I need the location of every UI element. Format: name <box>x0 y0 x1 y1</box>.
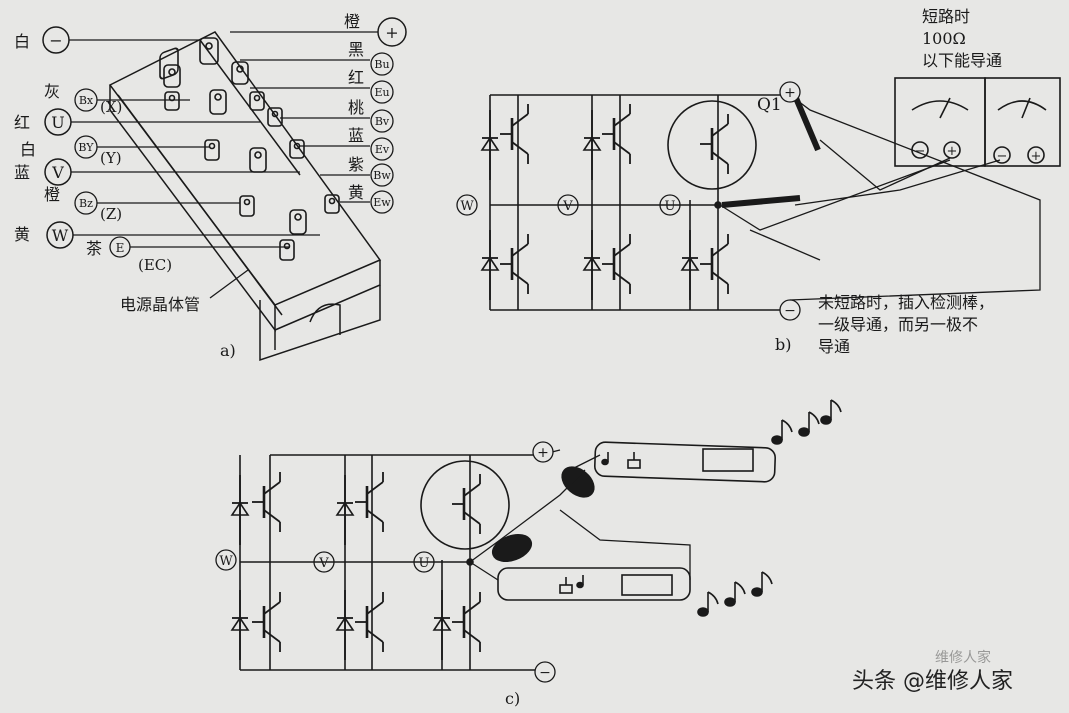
left-sub-1: (X) <box>100 98 122 116</box>
right-symbol-6: Ew <box>373 196 391 209</box>
left-color-5: 橙 <box>44 185 60 204</box>
short-note-line-1: 短路时 <box>922 7 970 26</box>
right-symbol-0: + <box>385 23 398 42</box>
node-b-0: W <box>460 199 474 214</box>
caption-c: c) <box>505 689 520 708</box>
right-color-5: 紫 <box>348 155 364 174</box>
minus-c: − <box>539 665 551 681</box>
watermark: 维修人家 头条 @维修人家 <box>852 649 1013 694</box>
panel-b-labels: W V U Q1 + − − + − + 短路时 100Ω 以下能导通 未短路时… <box>456 7 1042 356</box>
left-color-7: 茶 <box>86 239 102 258</box>
power-transistor-module <box>108 31 382 362</box>
left-symbol-4: V <box>51 163 64 182</box>
left-color-6: 黄 <box>14 225 30 244</box>
panel-c <box>231 399 842 671</box>
right-symbol-1: Bu <box>374 58 389 71</box>
left-color-0: 白 <box>14 32 30 51</box>
left-terminals: 白 − 灰 Bx (X) 红 U 白 BY (Y) 蓝 V 橙 Bz <box>14 26 320 274</box>
right-symbol-4: Ev <box>375 143 390 156</box>
component-label: 电源晶体管 <box>120 295 200 314</box>
right-color-1: 黑 <box>348 40 364 59</box>
left-sub-3: (Y) <box>100 149 122 167</box>
left-color-2: 红 <box>14 113 30 132</box>
right-symbol-2: Eu <box>374 86 389 99</box>
left-symbol-6: W <box>52 226 69 245</box>
left-color-3: 白 <box>20 140 36 159</box>
panel-a: 白 − 灰 Bx (X) 红 U 白 BY (Y) 蓝 V 橙 Bz <box>14 12 407 362</box>
meter1-plus: + <box>947 144 958 159</box>
node-c-1: V <box>318 556 329 571</box>
left-symbol-0: − <box>49 31 62 50</box>
left-symbol-7: E <box>116 241 125 255</box>
node-b-2: U <box>665 199 676 214</box>
node-b-1: V <box>562 199 573 214</box>
panel-b <box>481 77 1061 311</box>
caption-a: a) <box>220 341 236 360</box>
plus-b: + <box>784 85 796 101</box>
left-sub-5: (Z) <box>100 205 122 223</box>
transistor-label: Q1 <box>757 95 782 115</box>
caption-b: b) <box>775 335 791 354</box>
right-color-4: 蓝 <box>348 126 364 145</box>
watermark-faint: 维修人家 <box>935 649 991 666</box>
open-note-line-3: 导通 <box>818 337 850 356</box>
meter2-plus: + <box>1031 149 1042 164</box>
panel-c-labels: W V U + − c) <box>215 441 556 708</box>
left-sub-7: (EC) <box>138 256 172 274</box>
right-symbol-3: Bv <box>375 115 390 128</box>
right-symbol-5: Bw <box>373 169 391 182</box>
left-color-1: 灰 <box>44 82 60 101</box>
open-note-line-1: 未短路时，插入检测棒， <box>818 293 994 312</box>
node-c-0: W <box>219 554 233 569</box>
left-symbol-5: Bz <box>79 197 93 210</box>
short-note-line-2: 100Ω <box>922 29 966 48</box>
short-note-line-3: 以下能导通 <box>922 51 1002 70</box>
left-symbol-1: Bx <box>79 94 94 107</box>
node-c-2: U <box>419 556 430 571</box>
left-symbol-3: BY <box>78 141 94 154</box>
right-color-6: 黄 <box>348 183 364 202</box>
open-note-line-2: 一级导通，而另一极不 <box>818 315 978 334</box>
minus-b: − <box>784 303 796 319</box>
right-terminals: 橙 + 黑 Bu 红 Eu 桃 Bv 蓝 Ev 紫 Bw 黄 <box>230 12 407 214</box>
left-color-4: 蓝 <box>14 163 30 182</box>
right-color-0: 橙 <box>344 12 360 31</box>
watermark-main: 头条 @维修人家 <box>852 669 1013 694</box>
meter1-minus: − <box>915 144 926 159</box>
right-color-2: 红 <box>348 68 364 87</box>
left-symbol-2: U <box>51 113 64 132</box>
plus-c: + <box>537 445 549 461</box>
meter2-minus: − <box>997 149 1008 164</box>
right-color-3: 桃 <box>348 98 364 117</box>
